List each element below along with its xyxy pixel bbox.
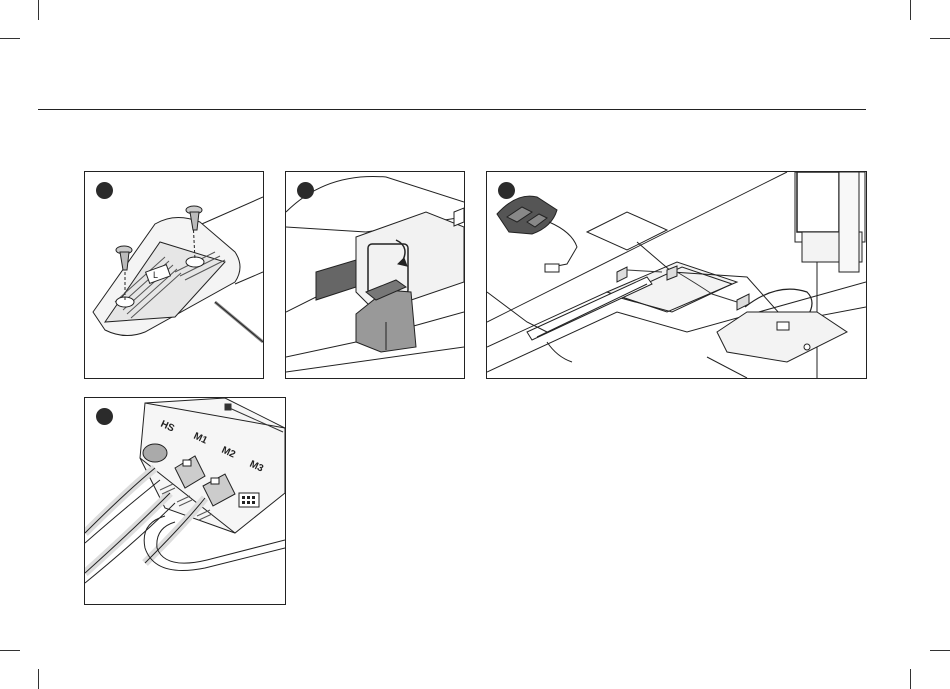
clip-fastener-icon (286, 172, 464, 378)
illustration-panel-3 (486, 171, 867, 379)
step-badge-2 (297, 182, 314, 199)
desk-frame-cabling-icon (487, 172, 866, 378)
svg-text:L: L (153, 270, 158, 280)
crop-mark-bottom-left-h (0, 650, 20, 651)
crop-mark-top-left-v (38, 0, 39, 20)
illustration-panel-4: HS M1 M2 M3 (84, 397, 286, 605)
header-rule (38, 109, 866, 110)
step-badge-4 (96, 408, 113, 425)
crop-mark-top-left-h (0, 38, 20, 39)
screw-mounting-icon: L (85, 172, 263, 378)
crop-mark-bottom-left-v (38, 669, 39, 689)
crop-mark-top-right-h (930, 38, 950, 39)
crop-mark-bottom-right-h (930, 650, 950, 651)
illustration-panel-1: L (84, 171, 264, 379)
illustration-panel-2 (285, 171, 465, 379)
step-badge-1 (96, 182, 113, 199)
crop-mark-top-right-v (910, 0, 911, 20)
step-badge-3 (498, 182, 515, 199)
control-box-ports-icon: HS M1 M2 M3 (85, 398, 285, 604)
crop-mark-bottom-right-v (910, 669, 911, 689)
